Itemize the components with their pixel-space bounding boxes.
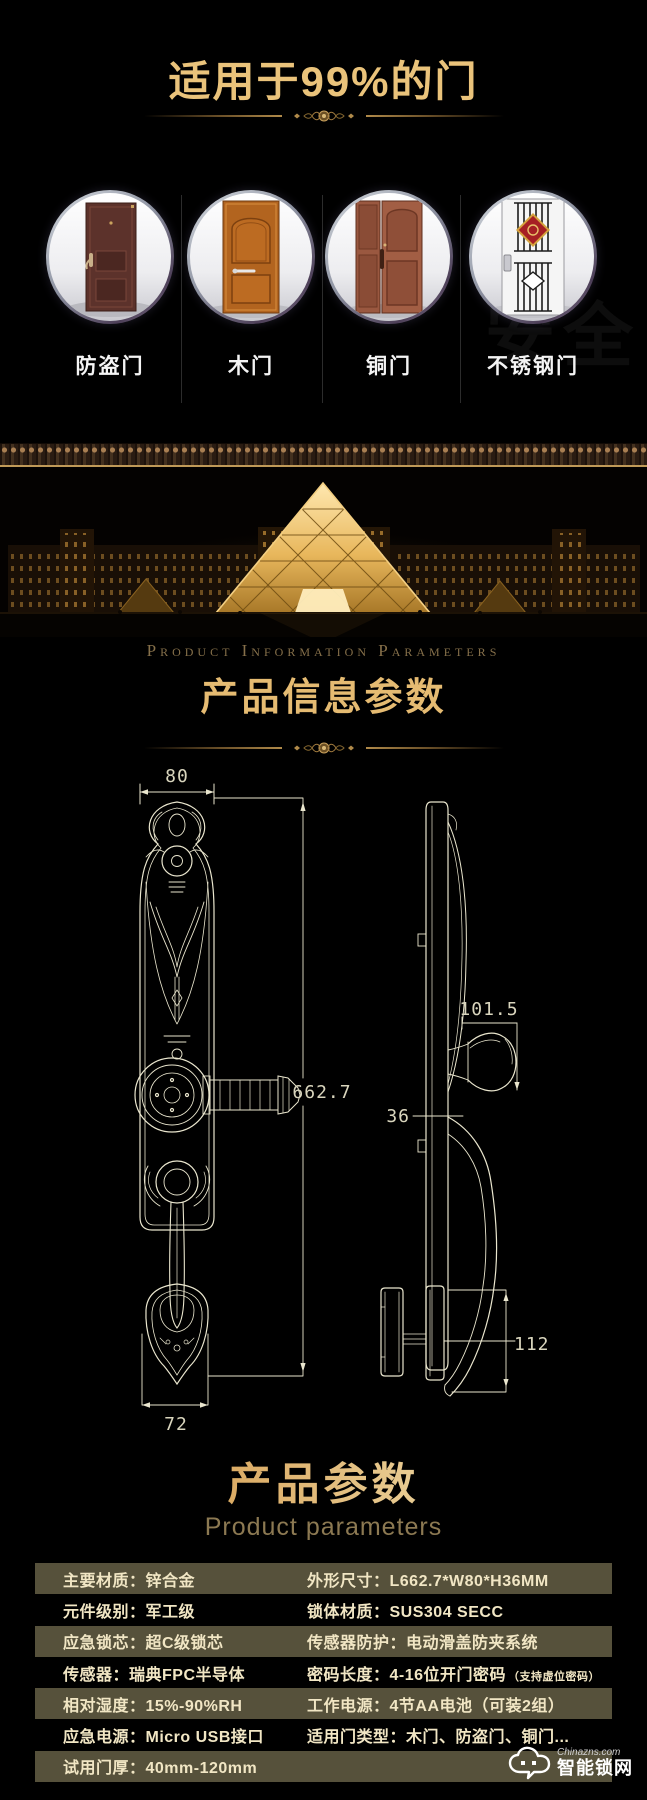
divider-line [365, 115, 504, 117]
divider-line [365, 747, 504, 749]
params-subtitle-en: Product parameters [204, 1513, 443, 1541]
filigree-ornament-icon [293, 742, 354, 754]
door-photo-frame [46, 190, 174, 324]
dimension-handle-height: 112 [514, 1334, 550, 1355]
spec-note: （支持虚位密码） [508, 1670, 601, 1683]
spec-cell: 主要材质：锌合金 [63, 1572, 196, 1590]
technical-drawing: 80 662.7 101.5 36 112 72 [0, 762, 647, 1442]
spec-cell: 传感器：瑞典FPC半导体 [63, 1666, 246, 1684]
door-card-copper: 铜门 [318, 190, 460, 380]
decorative-divider [143, 740, 504, 756]
spec-cell: 适用门类型：木门、防盗门、铜门... [307, 1729, 570, 1747]
dimension-thickness: 36 [386, 1106, 410, 1127]
spec-cell: 相对湿度：15%-90%RH [63, 1697, 243, 1715]
copper-door-image [343, 200, 435, 318]
stainless-steel-door-image [487, 198, 579, 318]
watermark-site-name: 智能锁网 [557, 1757, 633, 1778]
table-row: 传感器：瑞典FPC半导体 密码长度：4-16位开门密码（支持虚位密码） [35, 1657, 612, 1688]
door-label: 防盗门 [75, 355, 145, 378]
spec-cell: 外形尺寸：L662.7*W80*H36MM [307, 1572, 549, 1590]
door-label: 铜门 [366, 355, 412, 378]
table-row: 应急锁芯：超C级锁芯 传感器防护：电动滑盖防夹系统 [35, 1625, 612, 1657]
spec-cell: 工作电源：4节AA电池（可装2组） [307, 1697, 565, 1715]
door-photo-frame [469, 190, 597, 324]
column-divider [460, 195, 461, 403]
ornamental-border-bar [0, 443, 647, 468]
door-label: 不锈钢门 [487, 355, 579, 378]
spec-cell: 密码长度：4-16位开门密码（支持虚位密码） [307, 1666, 601, 1684]
door-types-section: 安全 [0, 190, 647, 420]
security-door-image [66, 202, 154, 317]
section-title-cn: 产品信息参数 [200, 677, 447, 719]
spec-cell: 传感器防护：电动滑盖防夹系统 [307, 1635, 539, 1653]
spec-cell: 锁体材质：SUS304 SECC [307, 1603, 504, 1621]
table-row: 元件级别：军工级 锁体材质：SUS304 SECC [35, 1594, 612, 1625]
dimension-width-top: 80 [165, 766, 189, 787]
door-photo-frame [187, 190, 315, 324]
divider-line [143, 115, 282, 117]
wooden-door-image [205, 200, 297, 318]
divider-diamond-icon [293, 113, 300, 119]
louvre-night-photo [0, 467, 647, 677]
table-row: 相对湿度：15%-90%RH 工作电源：4节AA电池（可装2组） [35, 1688, 612, 1720]
table-row: 应急电源：Micro USB接口 适用门类型：木门、防盗门、铜门... [35, 1719, 612, 1750]
door-photo-frame [325, 190, 453, 324]
dimension-base-width: 72 [164, 1414, 188, 1435]
door-card-security: 防盗门 [39, 190, 181, 380]
spec-cell: 应急电源：Micro USB接口 [63, 1729, 264, 1747]
spec-cell: 试用门厚：40mm-120mm [63, 1760, 258, 1778]
decorative-divider [143, 108, 504, 124]
table-row: 主要材质：锌合金 外形尺寸：L662.7*W80*H36MM [35, 1563, 612, 1595]
door-card-stainless: 不锈钢门 [462, 190, 604, 380]
site-watermark: Chinazns.com 智能锁网 [508, 1746, 633, 1780]
filigree-ornament-icon [293, 110, 354, 122]
spec-cell: 应急锁芯：超C级锁芯 [63, 1635, 224, 1653]
spec-cell: 元件级别：军工级 [63, 1603, 196, 1621]
section-caption-en: Product Information Parameters [146, 641, 501, 660]
params-title-cn: 产品参数 [0, 1448, 647, 1512]
dimension-total-height: 662.7 [292, 1082, 351, 1103]
divider-diamond-icon [347, 113, 354, 119]
column-divider [181, 195, 182, 403]
watermark-site-url: Chinazns.com [557, 1747, 621, 1759]
door-card-wooden: 木门 [180, 190, 322, 380]
door-label: 木门 [228, 355, 274, 378]
cloud-logo-icon [508, 1746, 551, 1780]
divider-line [143, 747, 282, 749]
table-row: 试用门厚：40mm-120mm [35, 1750, 612, 1783]
column-divider [322, 195, 323, 403]
spec-table: 主要材质：锌合金 外形尺寸：L662.7*W80*H36MM 元件级别：军工级 … [35, 1563, 612, 1783]
page-title: 适用于99%的门 [168, 58, 479, 105]
dimension-depth: 101.5 [459, 999, 518, 1020]
